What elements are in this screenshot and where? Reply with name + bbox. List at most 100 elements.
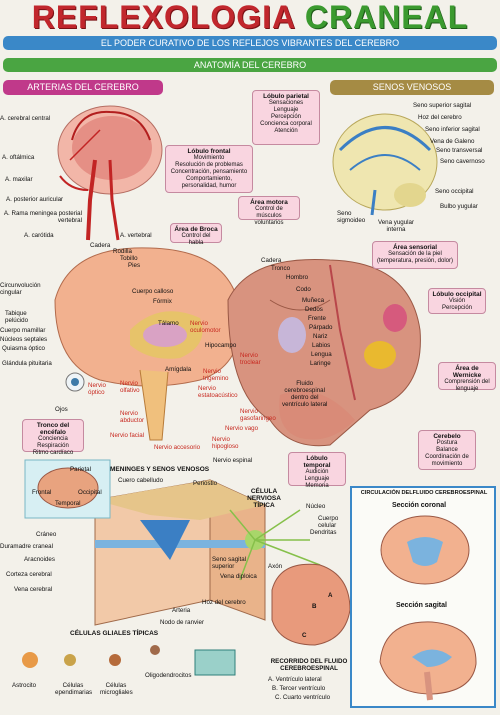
label-brain-tobillo: Tobillo xyxy=(120,255,138,262)
box-lobulo-temporal: Lóbulo temporal Audición Lenguaje Memori… xyxy=(288,452,346,489)
label-nerve-hipogloso: Nervio hipogloso xyxy=(212,436,239,450)
label-nerve-olfativo: Nervio olfativo xyxy=(120,380,140,394)
label-brain-nucleos-septales: Núcleos septales xyxy=(0,336,48,343)
box-line: Ritmo cardíaco xyxy=(32,450,74,456)
box-title: Lóbulo frontal xyxy=(187,148,231,155)
box-title: Área de Wernicke xyxy=(452,365,482,379)
label-brain-pituitaria: Glándula pituitaria xyxy=(2,360,52,367)
label-brain-formix: Fórmix xyxy=(153,298,172,305)
label-nerve-oculomotor: Nervio oculomotor xyxy=(190,320,221,334)
label-meninges-seno-sagital: Seno sagital superior xyxy=(212,556,247,570)
meninges-illustration xyxy=(94,479,266,626)
box-area-broca: Área de Broca Control del habla xyxy=(170,223,222,246)
recorrido-line-a: A. Ventrículo lateral xyxy=(268,676,322,683)
recorrido-marker-a: A xyxy=(328,592,333,599)
label-neuron-axon: Axón xyxy=(268,563,283,570)
box-line: Sensación de la piel xyxy=(388,251,442,257)
label-artery-maxilar: A. maxilar xyxy=(5,176,33,183)
box-lobulo-frontal: Lóbulo frontal Movimiento Resolución de … xyxy=(165,145,253,193)
box-title: Lóbulo parietal xyxy=(263,93,309,100)
box-line: Visión xyxy=(448,298,466,304)
label-homunculus-laringe: Laringe xyxy=(310,360,331,367)
label-brain-rodilla: Rodilla xyxy=(113,248,132,255)
title-part2: CRANEAL xyxy=(304,0,469,35)
box-line: Control de músculos xyxy=(255,206,283,219)
box-lobulo-parietal: Lóbulo parietal Sensaciones Lenguaje Per… xyxy=(252,90,320,145)
box-lobulo-occipital: Lóbulo occipital Visión Percepción xyxy=(428,288,486,314)
label-homunculus-frente: Frente xyxy=(308,315,326,322)
label-glial-oligodendrocitos: Oligodendrocitos xyxy=(145,672,192,679)
label-nerve-optico: Nervio óptico xyxy=(88,382,106,396)
label-homunculus-parpado: Párpado xyxy=(309,324,333,331)
fluid-line: dentro del xyxy=(290,394,319,401)
label-brain-hipocampo: Hipocampo xyxy=(205,342,237,349)
box-area-motora: Área motora Control de músculos voluntar… xyxy=(238,196,300,226)
box-line: Comprensión del xyxy=(444,379,490,385)
label-meninges-aracnoides: Aracnoides xyxy=(24,556,55,563)
label-glial-ependimarias: Células ependimarias xyxy=(55,682,93,696)
label-neuron-nucleo: Núcleo xyxy=(306,503,326,510)
label-sinus-8: Seno sigmoideo xyxy=(337,210,366,224)
csf-coronal-illustration xyxy=(380,515,470,585)
box-line: Concienca corporal xyxy=(260,121,312,127)
label-brain-cadera: Cadera xyxy=(90,242,111,249)
meninges-title: MENINGES Y SENOS VENOSOS xyxy=(110,466,210,473)
glial-title: CÉLULAS GLIALES TÍPICAS xyxy=(70,630,159,637)
box-line: Movimiento xyxy=(193,155,225,161)
label-homunculus-tronco: Tronco xyxy=(271,265,291,272)
label-nerve-troclear: Nervio troclear xyxy=(240,352,261,366)
label-meninges-craneo: Cráneo xyxy=(36,531,57,538)
label-mini-parietal: Parietal xyxy=(70,466,91,473)
label-brain-pies: Pies xyxy=(128,262,141,269)
box-title: Área motora xyxy=(250,199,288,206)
box-line: personalidad, humor xyxy=(181,183,237,189)
glial-illustration xyxy=(22,645,236,676)
csf-coronal-label: Sección coronal xyxy=(392,502,447,509)
box-title: Lóbulo temporal xyxy=(303,455,331,469)
label-mini-occipital: Occipital xyxy=(78,489,102,496)
box-line: movimiento xyxy=(431,461,463,467)
recorrido-title: RECORRIDO DEL FLUIDO CEREBROESPINAL xyxy=(270,658,348,672)
box-title: Área sensorial xyxy=(392,244,438,251)
box-line: (temperatura, presión, dolor) xyxy=(376,258,454,264)
label-meninges-cuero: Cuero cabelludo xyxy=(118,477,164,484)
neuron-illustration xyxy=(229,509,321,581)
box-title: Área de Broca xyxy=(174,226,218,233)
label-sinus-3: Vena de Galeno xyxy=(430,138,475,145)
box-line: Respiración xyxy=(37,443,69,449)
label-nerve-accesorio: Nervio accesorio xyxy=(154,444,201,451)
label-nerve-gasofaringeo: Nervio gasofaringeo xyxy=(240,408,276,422)
box-line: Coordinación de xyxy=(425,454,469,460)
lateral-brain-illustration xyxy=(227,259,421,447)
box-line: Memoria xyxy=(305,483,329,489)
label-artery-cerebral-central: A. cerebral central xyxy=(0,115,51,122)
label-sinus-0: Seno superior sagital xyxy=(413,102,472,109)
fluid-line: ventrículo lateral xyxy=(282,401,328,408)
box-title: Lóbulo occipital xyxy=(432,291,482,298)
label-brain-cuerpo-mamillar: Cuerpo mamillar xyxy=(0,327,46,334)
label-sinus-5: Seno cavernoso xyxy=(440,158,485,165)
label-sinus-7: Bulbo yugular xyxy=(440,203,478,210)
label-meninges-hoz: Hoz del cerebro xyxy=(202,599,246,606)
label-mini-temporal: Temporal xyxy=(55,500,81,507)
page-title: REFLEXOLOGIA CRANEAL xyxy=(0,0,500,34)
label-nerve-facial: Nervio facial xyxy=(110,432,145,439)
label-sinus-1: Hoz del cerebro xyxy=(418,114,462,121)
csf-panel: CIRCULACIÓN DELFLUIDO CEREBROESPINAL Sec… xyxy=(350,486,496,708)
box-tronco-encefalo: Tronco del encéfalo Conciencia Respiraci… xyxy=(22,419,84,456)
box-line: Comportamiento, xyxy=(185,176,233,182)
label-brain-amigdala: Amígdala xyxy=(165,366,192,373)
box-line: voluntarios xyxy=(254,220,284,226)
label-homunculus-dedos: Dedos xyxy=(305,306,323,313)
box-line: Percepción xyxy=(270,114,302,120)
box-line: Audición xyxy=(305,469,329,475)
label-homunculus-muneca: Muñeca xyxy=(302,297,325,304)
box-line: Conciencia xyxy=(38,436,68,442)
box-line: Control del habla xyxy=(181,233,211,246)
label-brain-tabique: Tabique pelúcido xyxy=(5,310,29,324)
label-meninges-vena: Vena cerebral xyxy=(14,586,53,593)
recorrido-marker-c: C xyxy=(302,632,307,639)
label-homunculus-lengua: Lengua xyxy=(311,351,332,358)
label-nerve-trigemino: Nervio trigemino xyxy=(203,368,229,382)
sinus-skull-illustration xyxy=(332,113,438,216)
